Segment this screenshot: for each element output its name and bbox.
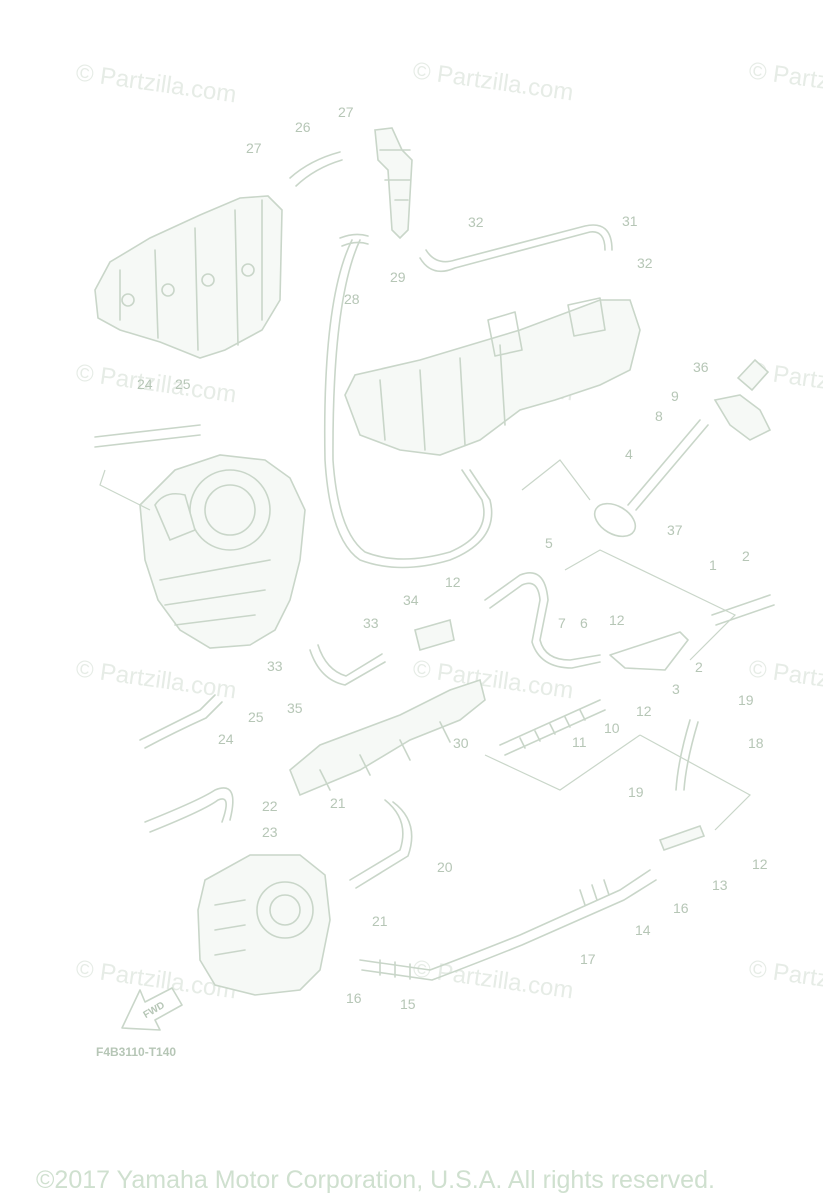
- hose-28: [339, 233, 369, 247]
- callout-26: 26: [295, 119, 311, 135]
- watermark: © Partzilla.com: [411, 57, 575, 106]
- pipe-4: [627, 419, 709, 511]
- hose-18: [675, 719, 699, 791]
- callout-24: 24: [218, 731, 234, 747]
- watermark: © Partzilla.com: [747, 57, 823, 106]
- pipe-1: [711, 594, 775, 626]
- watermark: © Partzilla.com: [747, 955, 823, 1004]
- callout-32: 32: [637, 255, 653, 271]
- callout-18: 18: [748, 735, 764, 751]
- callout-34: 34: [403, 592, 419, 608]
- callout-21: 21: [372, 913, 388, 929]
- hose-35: [309, 644, 386, 686]
- callout-14: 14: [635, 922, 651, 938]
- supercharger: [139, 454, 306, 649]
- jet-pump-housing: [197, 854, 331, 996]
- callout-2: 2: [742, 548, 750, 564]
- hose-20: [349, 799, 413, 889]
- callout-31: 31: [622, 213, 638, 229]
- corrugated-hose-7: [484, 572, 601, 669]
- bracket-8-9: [713, 394, 772, 441]
- callout-37: 37: [667, 522, 683, 538]
- intake-bracket: [374, 127, 413, 240]
- callout-22: 22: [262, 798, 278, 814]
- callout-25: 25: [248, 709, 264, 725]
- callout-10: 10: [604, 720, 620, 736]
- callout-15: 15: [400, 996, 416, 1012]
- callout-28: 28: [344, 291, 360, 307]
- callout-7: 7: [558, 615, 566, 631]
- callout-6: 6: [580, 615, 588, 631]
- joint-3: [609, 631, 689, 671]
- o-ring-37: [593, 502, 637, 538]
- callout-30: 30: [453, 735, 469, 751]
- tee-13: [658, 824, 706, 852]
- callout-27: 27: [338, 104, 354, 120]
- watermark: © Partzilla.com: [74, 359, 238, 408]
- bottom-hose-14-15: [359, 869, 657, 981]
- callout-36: 36: [693, 359, 709, 375]
- callout-12: 12: [609, 612, 625, 628]
- connector-34: [414, 618, 455, 652]
- intake-box: [344, 297, 641, 456]
- cooling-rail: [289, 678, 486, 797]
- callout-9: 9: [671, 388, 679, 404]
- callout-24: 24: [137, 376, 153, 392]
- callout-16: 16: [673, 900, 689, 916]
- callout-12: 12: [445, 574, 461, 590]
- callout-21: 21: [330, 795, 346, 811]
- callout-8: 8: [655, 408, 663, 424]
- hose-22: [144, 787, 234, 833]
- callout-4: 4: [625, 446, 633, 462]
- pipe-24-lower: [139, 694, 223, 749]
- callout-33: 33: [363, 615, 379, 631]
- callout-12: 12: [636, 703, 652, 719]
- callout-32: 32: [468, 214, 484, 230]
- callout-19: 19: [628, 784, 644, 800]
- callout-12: 12: [752, 856, 768, 872]
- callout-23: 23: [262, 824, 278, 840]
- watermark: © Partzilla.com: [411, 955, 575, 1004]
- exhaust-manifold: [94, 195, 283, 359]
- callout-27: 27: [246, 140, 262, 156]
- leader-lines: [99, 459, 751, 831]
- callout-11: 11: [572, 734, 587, 750]
- callout-35: 35: [287, 700, 303, 716]
- drawing-code: F4B3110-T140: [96, 1045, 176, 1059]
- callout-1: 1: [709, 557, 717, 573]
- long-vent-hose: [323, 239, 493, 569]
- callout-3: 3: [672, 681, 680, 697]
- callout-16: 16: [346, 990, 362, 1006]
- callout-29: 29: [390, 269, 406, 285]
- watermark: © Partzilla.com: [74, 59, 238, 108]
- callout-19: 19: [738, 692, 754, 708]
- callout-33: 33: [267, 658, 283, 674]
- callout-2: 2: [695, 659, 703, 675]
- copyright-notice: ©2017 Yamaha Motor Corporation, U.S.A. A…: [36, 1166, 715, 1194]
- callout-17: 17: [580, 951, 596, 967]
- callout-20: 20: [437, 859, 453, 875]
- hose-26: [289, 151, 343, 187]
- callout-labels: 1 2 2 3 4 5 6 7 8 9 10 11 12 12 12 12 12…: [137, 104, 768, 1012]
- callout-13: 13: [712, 877, 728, 893]
- plug-36: [736, 358, 770, 392]
- pipe-24-upper: [94, 424, 201, 448]
- callout-25: 25: [175, 376, 191, 392]
- watermark: © Partzilla.com: [747, 655, 823, 704]
- callout-5: 5: [545, 535, 553, 551]
- hose-31: [419, 224, 613, 273]
- fwd-label: FWD: [142, 1000, 167, 1021]
